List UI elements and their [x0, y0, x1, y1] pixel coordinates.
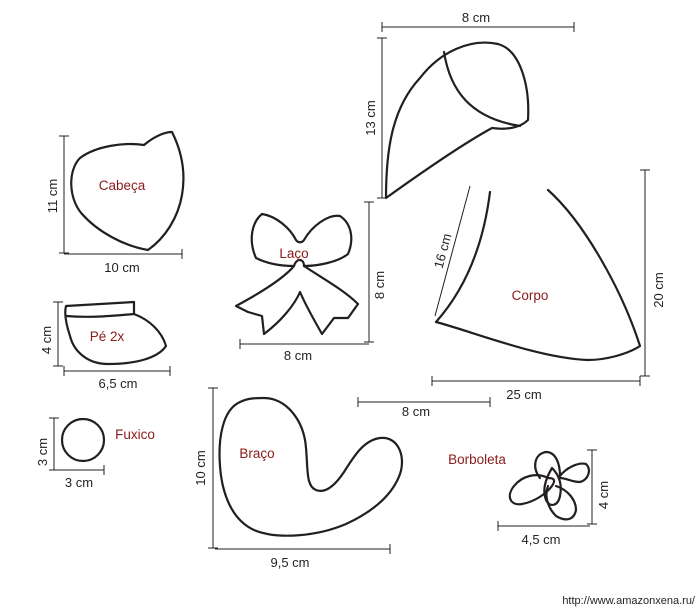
watermark: http://www.amazonxena.ru/ [562, 595, 696, 607]
cabeca-name: Cabeça [99, 178, 146, 193]
fuxico-shape [60, 417, 106, 463]
corpo-shape [434, 188, 642, 362]
corpo-height-label: 20 cm [651, 272, 666, 307]
braco-shape [218, 396, 404, 537]
piece-fuxico: Fuxico 3 cm 3 cm [35, 417, 155, 490]
cabeca-width-label: 10 cm [104, 260, 139, 275]
braco-name: Braço [239, 446, 274, 461]
gorro-height-label: 13 cm [363, 100, 378, 135]
pe-name: Pé 2x [90, 329, 125, 344]
laco-height-label: 8 cm [372, 271, 387, 299]
borboleta-name: Borboleta [448, 452, 506, 467]
borboleta-height-label: 4 cm [596, 481, 611, 509]
fuxico-width-label: 3 cm [65, 475, 93, 490]
braco-height-label: 10 cm [193, 450, 208, 485]
borboleta-width-label: 4,5 cm [521, 532, 560, 547]
laco-knot [292, 258, 306, 268]
piece-gorro: 8 cm 13 cm [363, 10, 575, 200]
piece-braco: Braço 10 cm 9,5 cm [193, 387, 404, 570]
gorro-width-label: 8 cm [462, 10, 490, 25]
piece-laco: Laço 8 cm 8 cm [234, 201, 387, 363]
free-dimension-8cm: 8 cm [357, 397, 491, 419]
borboleta-left-wing [508, 474, 556, 506]
laco-shape [234, 212, 360, 336]
piece-pe: Pé 2x 4 cm 6,5 cm [39, 300, 171, 391]
laco-name: Laço [279, 246, 308, 261]
free-8cm-label: 8 cm [402, 404, 430, 419]
piece-corpo: Corpo 16 cm 20 cm 25 cm [431, 169, 666, 402]
cabeca-height-label: 11 cm [45, 179, 60, 213]
cabeca-shape [70, 130, 185, 252]
fuxico-name: Fuxico [115, 427, 155, 442]
pe-height-label: 4 cm [39, 326, 54, 354]
braco-width-label: 9,5 cm [270, 555, 309, 570]
corpo-edge-dim [434, 185, 471, 317]
borboleta-body [543, 466, 562, 506]
pe-width-label: 6,5 cm [98, 376, 137, 391]
gorro-fold-line [442, 50, 522, 128]
piece-borboleta: Borboleta 4 cm 4,5 cm [448, 449, 611, 547]
piece-cabeca: Cabeça 11 cm 10 cm [45, 130, 185, 275]
corpo-name: Corpo [512, 288, 549, 303]
laco-width-label: 8 cm [284, 348, 312, 363]
pe-cuff-line [64, 312, 136, 318]
gorro-shape [384, 41, 530, 200]
borboleta-upper-wing [534, 450, 590, 484]
corpo-edge-label: 16 cm [431, 232, 455, 270]
fuxico-height-label: 3 cm [35, 438, 50, 466]
corpo-width-label: 25 cm [506, 387, 541, 402]
pe-shape [64, 300, 168, 366]
